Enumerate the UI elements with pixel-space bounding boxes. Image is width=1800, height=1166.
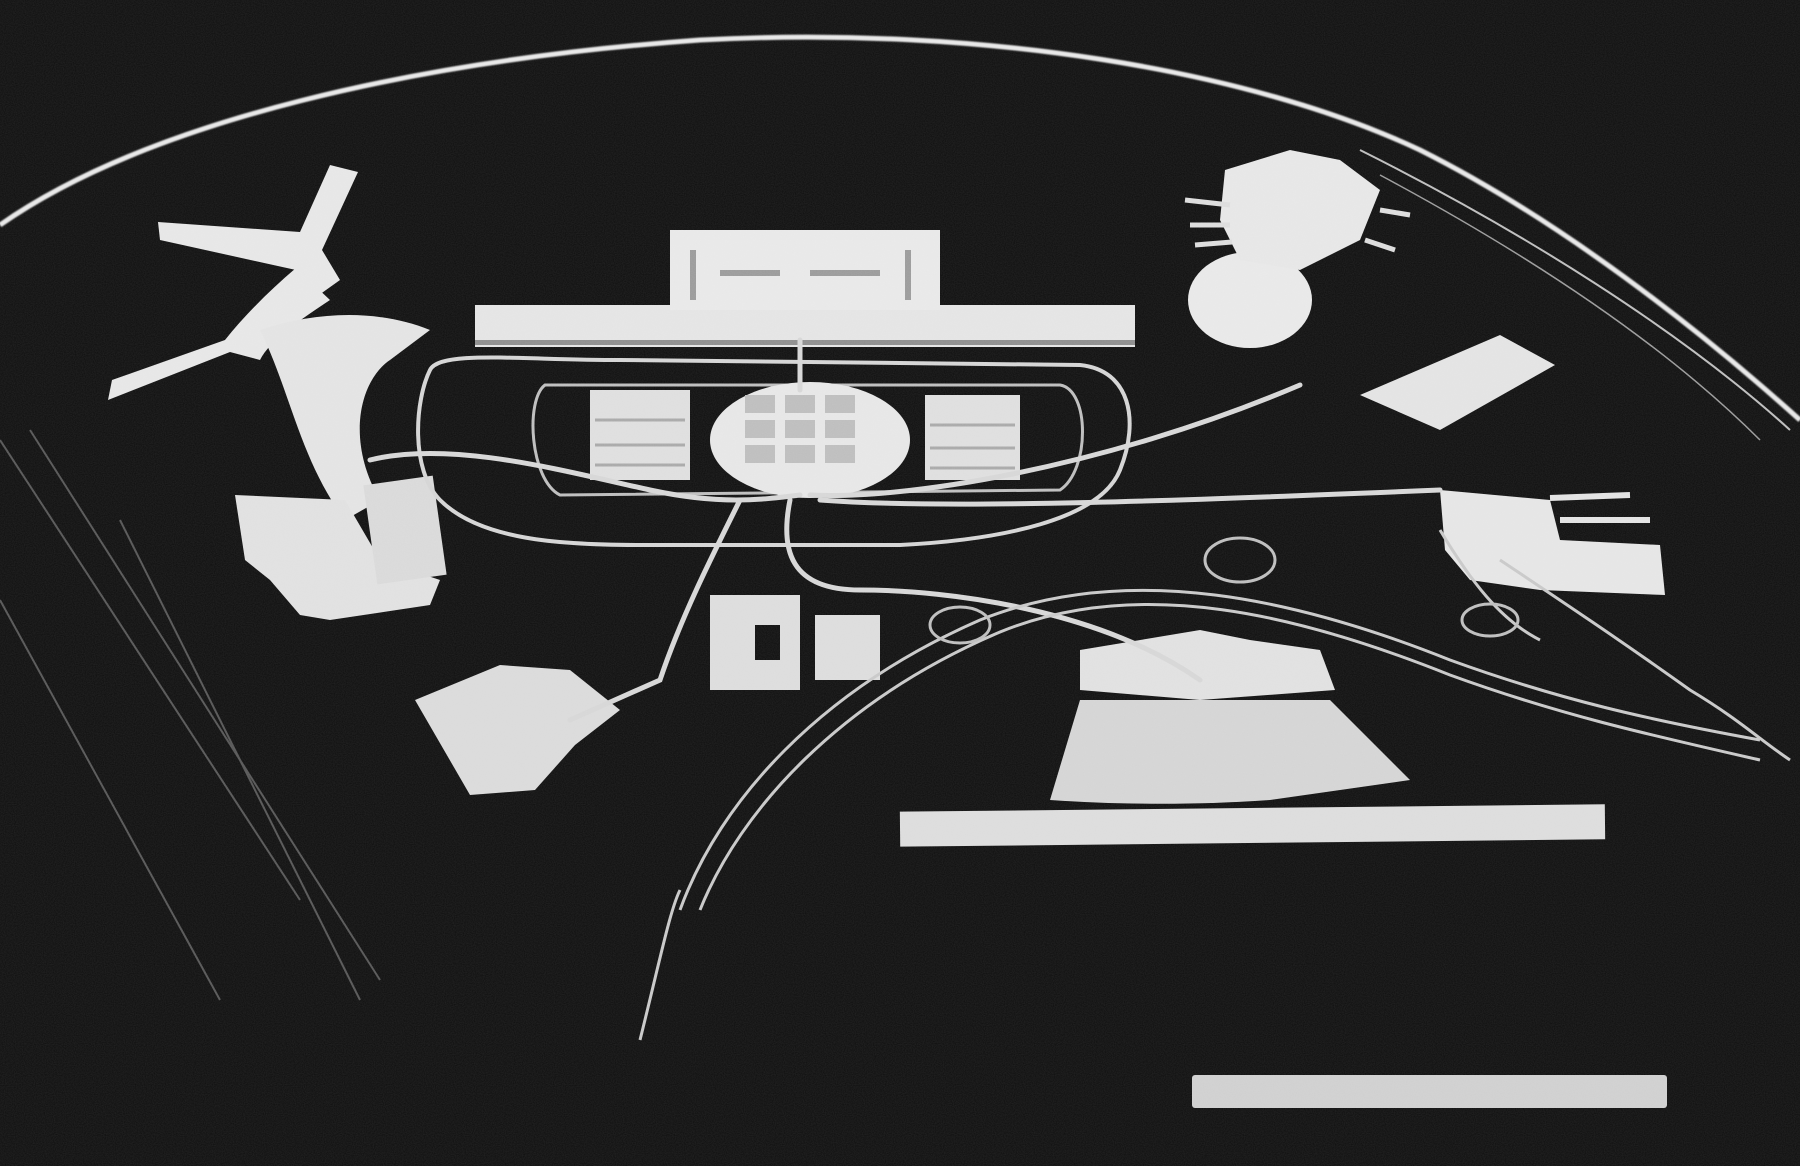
photo-grain xyxy=(0,0,1800,1166)
airport-model-photo xyxy=(0,0,1800,1166)
